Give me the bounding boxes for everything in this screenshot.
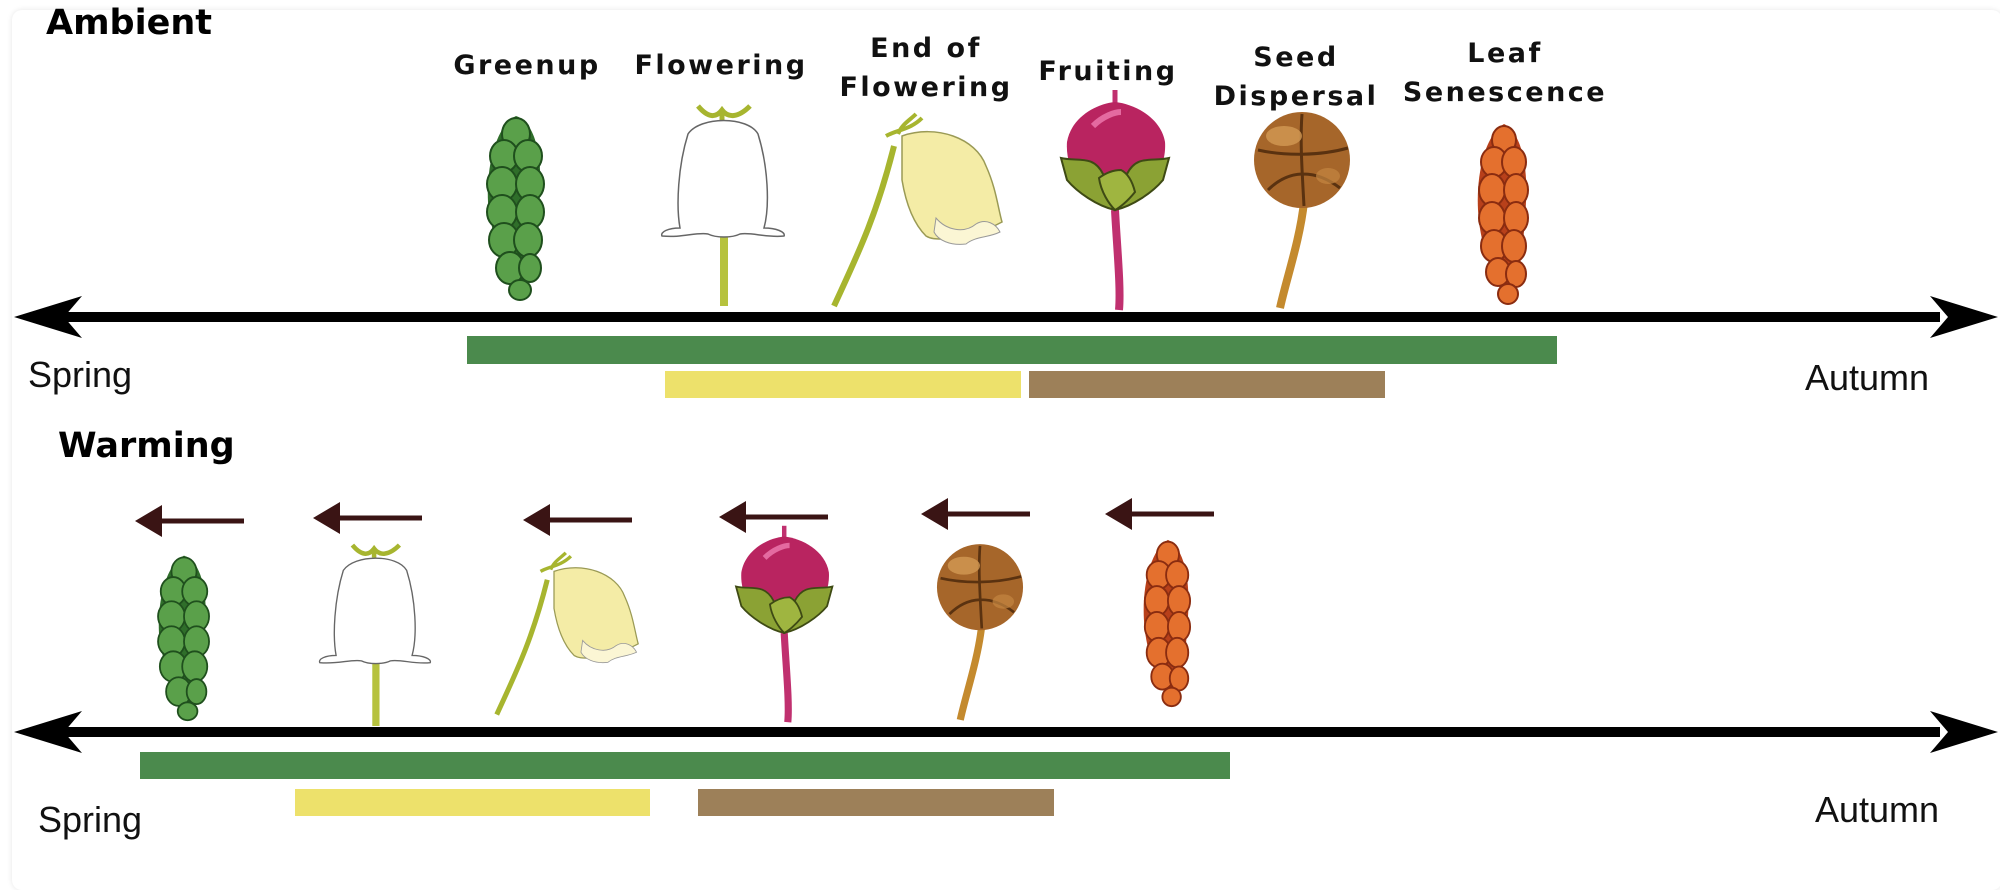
magenta-fruit-icon bbox=[728, 524, 844, 724]
label-seed-dispersal: Seed Dispersal bbox=[1214, 38, 1379, 116]
white-bell-flower-icon bbox=[313, 536, 437, 726]
orange-senescent-leaf-icon bbox=[1132, 538, 1202, 708]
green-leaf-bud-icon bbox=[146, 552, 222, 722]
green-leaf-bud-icon bbox=[476, 112, 556, 302]
warming-autumn-label: Autumn bbox=[1815, 789, 1939, 831]
brown-seed-capsule-icon bbox=[928, 540, 1032, 724]
ambient-phase-bars bbox=[0, 336, 2000, 406]
ambient-title: Ambient bbox=[46, 3, 212, 43]
ambient-spring-label: Spring bbox=[28, 354, 132, 396]
warming-flowering-period-bar bbox=[295, 789, 650, 816]
warming-spring-label: Spring bbox=[38, 799, 142, 841]
shift-arrow-leaf-senescence bbox=[1105, 498, 1214, 530]
ambient-autumn-label: Autumn bbox=[1805, 357, 1929, 399]
wilting-yellow-flower-icon bbox=[826, 108, 1016, 308]
shift-arrow-flowering bbox=[313, 502, 422, 534]
magenta-fruit-icon bbox=[1057, 88, 1177, 312]
ambient-growing-season-bar bbox=[467, 336, 1557, 364]
label-greenup: Greenup bbox=[453, 46, 600, 85]
warming-phase-bars bbox=[0, 752, 2000, 822]
ambient-fruiting-period-bar bbox=[1029, 371, 1385, 398]
wilting-yellow-flower-icon bbox=[490, 540, 650, 724]
ambient-axis-right-arrowhead bbox=[1930, 296, 1998, 338]
brown-seed-capsule-icon bbox=[1244, 110, 1360, 310]
warming-title: Warming bbox=[58, 426, 235, 466]
shift-arrow-end-of-flowering bbox=[523, 504, 632, 536]
warming-growing-season-bar bbox=[140, 752, 1230, 779]
warming-fruiting-period-bar bbox=[698, 789, 1054, 816]
white-bell-flower-icon bbox=[658, 96, 788, 306]
label-leaf-senescence: Leaf Senescence bbox=[1403, 34, 1607, 112]
warming-axis-right-arrowhead bbox=[1930, 711, 1998, 753]
ambient-flowering-period-bar bbox=[665, 371, 1021, 398]
orange-senescent-leaf-icon bbox=[1468, 122, 1538, 306]
label-end-of-flowering: End of Flowering bbox=[839, 29, 1012, 107]
label-flowering: Flowering bbox=[634, 46, 807, 85]
shift-arrow-greenup bbox=[135, 505, 244, 537]
shift-arrow-seed-dispersal bbox=[921, 498, 1030, 530]
warming-shift-arrows bbox=[0, 500, 2000, 540]
label-fruiting: Fruiting bbox=[1038, 52, 1177, 91]
